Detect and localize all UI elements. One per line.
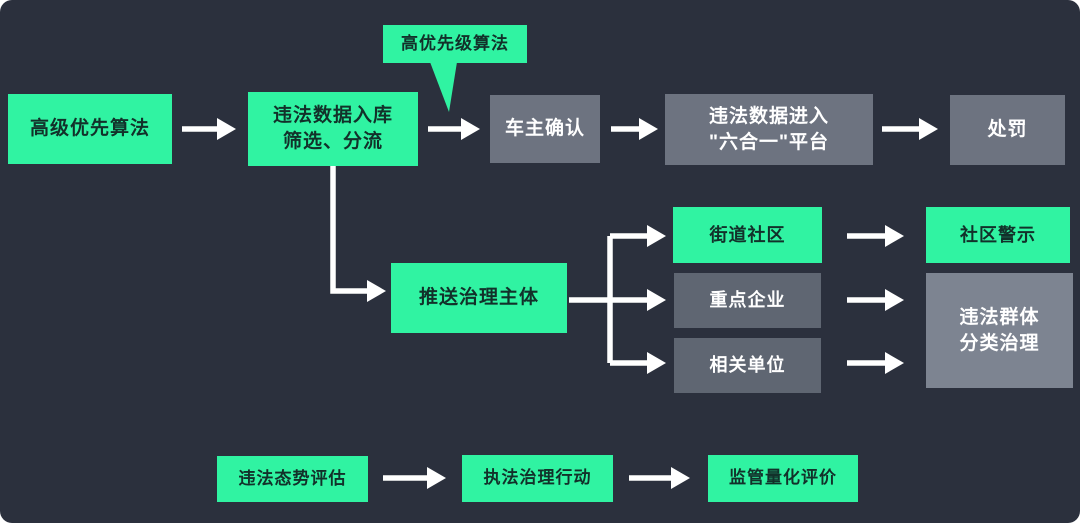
arrow-right-icon — [427, 467, 446, 489]
node-six-in-one-platform: 违法数据进入 "六合一"平台 — [665, 94, 873, 165]
node-owner-confirmation: 车主确认 — [490, 95, 600, 163]
arrow-right-icon — [885, 352, 904, 374]
arrow-right-icon — [647, 352, 666, 374]
node-label-line1: 违法数据入库 — [272, 105, 393, 127]
callout-pointer-tail — [430, 62, 457, 112]
node-label-line1: 违法数据进入 — [708, 105, 829, 127]
node-label: 监管量化评价 — [729, 468, 837, 488]
arrow-right-icon — [885, 225, 904, 247]
node-label: 街道社区 — [709, 224, 786, 245]
node-illegal-data-intake: 违法数据入库 筛选、分流 — [248, 92, 418, 166]
node-key-enterprises: 重点企业 — [674, 273, 821, 328]
arrow-right-icon — [647, 225, 666, 247]
arrow-right-icon — [367, 280, 386, 302]
node-push-governance-entities: 推送治理主体 — [391, 263, 567, 333]
node-label: 重点企业 — [709, 290, 786, 311]
node-label: 社区警示 — [960, 224, 1036, 245]
node-community-warning: 社区警示 — [926, 207, 1070, 263]
node-label: 相关单位 — [709, 355, 786, 376]
node-label-line2: 筛选、分流 — [282, 131, 383, 152]
node-label: 处罚 — [987, 119, 1028, 141]
node-regulatory-quantitative-evaluation: 监管量化评价 — [708, 455, 858, 502]
node-advanced-priority-algorithm: 高级优先算法 — [8, 94, 172, 164]
arrow-right-icon — [671, 467, 690, 489]
arrow-right-icon — [461, 118, 480, 140]
node-label-line2: 分类治理 — [959, 332, 1040, 354]
elbow-connector — [330, 166, 367, 294]
arrow-right-icon — [919, 118, 938, 140]
node-label: 违法态势评估 — [238, 468, 347, 488]
node-related-units: 相关单位 — [674, 338, 821, 393]
node-violation-situation-assessment: 违法态势评估 — [217, 456, 368, 502]
callout-label: 高优先级算法 — [401, 33, 509, 53]
arrow-right-icon — [885, 289, 904, 311]
arrow-right-icon — [217, 118, 236, 140]
node-label: 车主确认 — [504, 118, 585, 140]
node-street-community: 街道社区 — [673, 207, 822, 263]
arrow-right-icon — [647, 289, 666, 311]
node-label: 执法治理行动 — [483, 468, 592, 488]
node-label: 高级优先算法 — [29, 118, 150, 140]
callout-high-priority-algorithm: 高优先级算法 — [383, 25, 527, 63]
node-illegal-group-classified-governance: 违法群体 分类治理 — [926, 273, 1073, 388]
arrow-right-icon — [639, 118, 658, 140]
node-label-line1: 违法群体 — [959, 306, 1040, 328]
node-punishment: 处罚 — [950, 95, 1065, 165]
node-enforcement-governance-action: 执法治理行动 — [462, 455, 613, 502]
node-label: 推送治理主体 — [418, 287, 539, 309]
node-label-line2: "六合一"平台 — [708, 131, 830, 153]
